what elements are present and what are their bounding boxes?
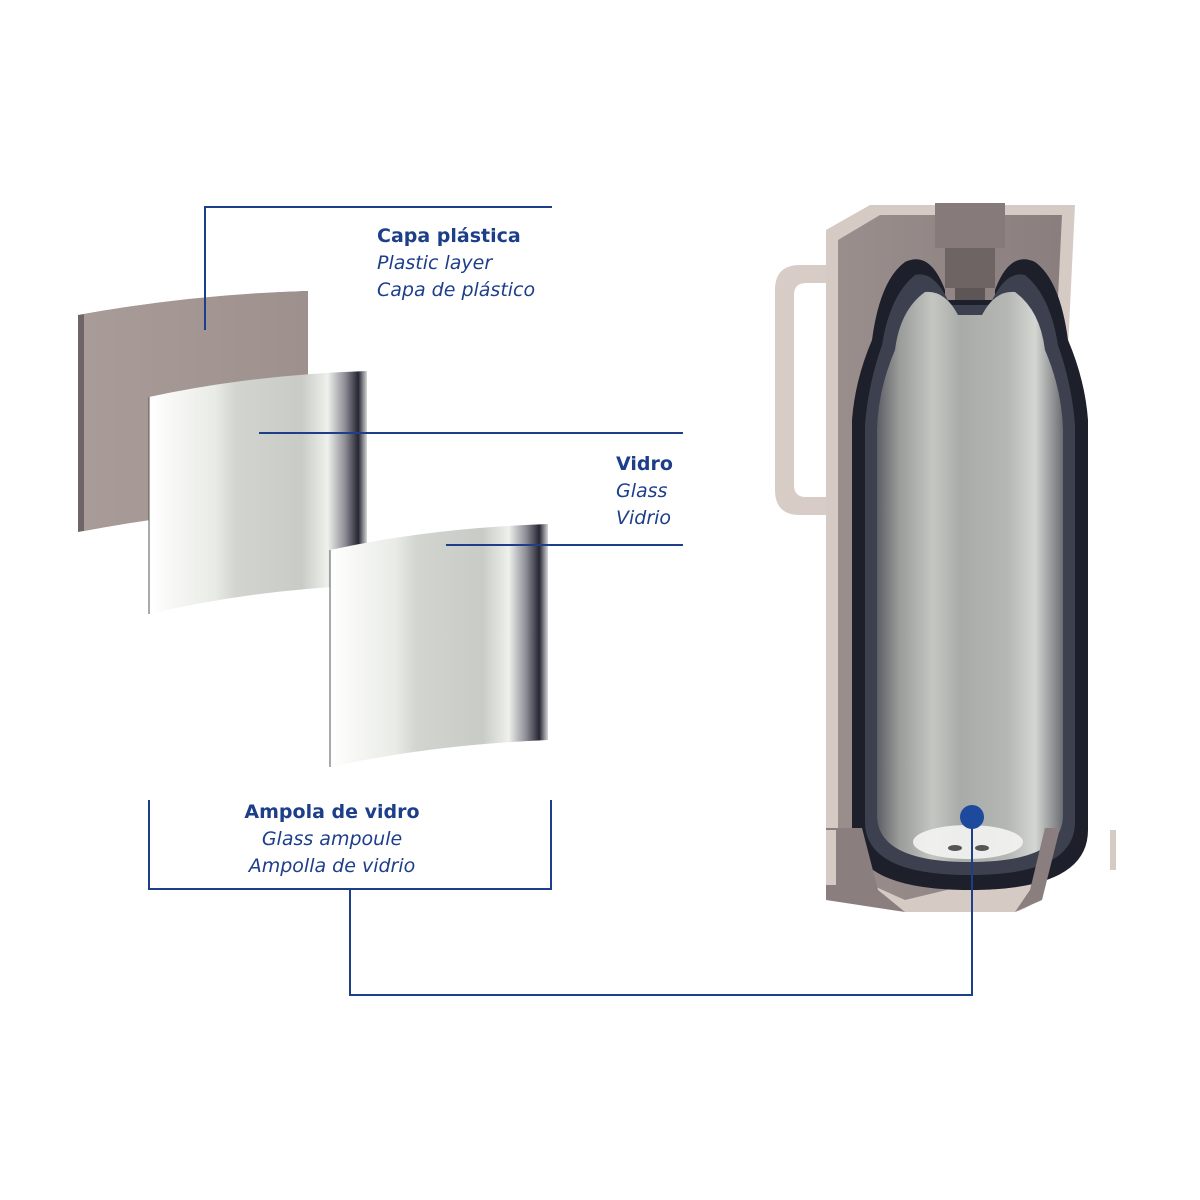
thermos-cross-section <box>775 203 1116 912</box>
plastic-layer-en: Plastic layer <box>377 252 493 274</box>
glass-sheet-front <box>148 371 367 614</box>
glass-sheet-back <box>329 524 548 767</box>
plastic-layer-label: Capa plástica Plastic layer Capa de plás… <box>377 223 535 304</box>
glass-ampoule-label: Ampola de vidro Glass ampoule Ampolla de… <box>232 799 432 880</box>
glass-pt: Vidro <box>616 453 673 475</box>
callout-lines <box>148 206 973 996</box>
glass-label: Vidro Glass Vidrio <box>616 451 673 532</box>
glass-en: Glass <box>616 480 668 502</box>
glass-ampoule-en: Glass ampoule <box>261 828 403 850</box>
plastic-layer-callout <box>204 206 552 330</box>
glass-ampoule-es: Ampolla de vidrio <box>248 855 416 877</box>
ampoule-marker-dot <box>960 805 984 829</box>
glass-es: Vidrio <box>616 507 672 529</box>
plastic-layer-pt: Capa plástica <box>377 225 521 247</box>
glass-ampoule-pt: Ampola de vidro <box>244 801 420 823</box>
plastic-layer-es: Capa de plástico <box>377 279 536 301</box>
ampoule-leader <box>349 817 973 996</box>
